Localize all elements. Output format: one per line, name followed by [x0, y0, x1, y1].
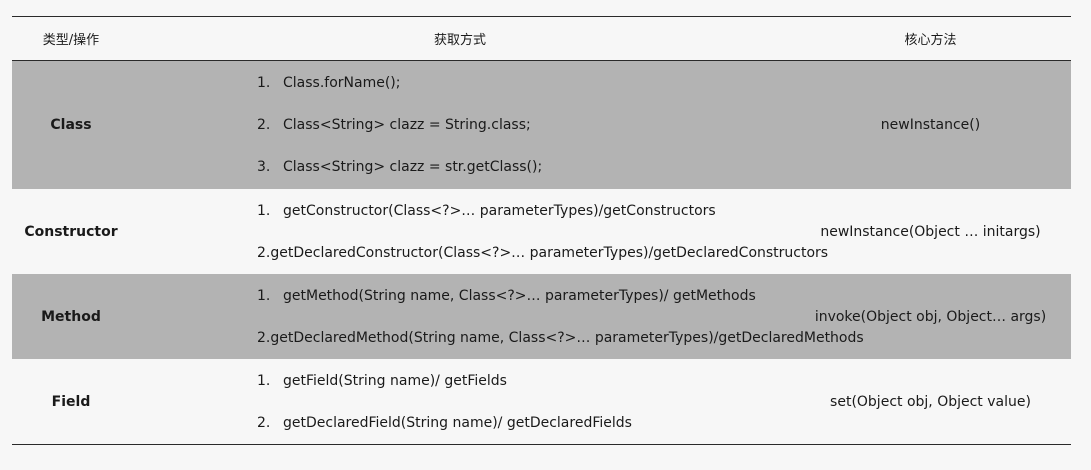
row-core: invoke(Object obj, Object… args): [814, 308, 1047, 325]
table-row-field: Field 1. getField(String name)/ getField…: [12, 359, 1071, 444]
item-text: getMethod(String name, Class<?>… paramet…: [283, 287, 756, 304]
item-number: 1.: [257, 75, 271, 91]
item-text: getField(String name)/ getFields: [283, 372, 507, 389]
item-number: 1.: [257, 287, 271, 304]
item-number: 2.: [257, 329, 271, 346]
table-row-constructor: Constructor 1. getConstructor(Class<?>… …: [12, 189, 1071, 274]
item-text: getDeclaredField(String name)/ getDeclar…: [283, 414, 632, 431]
table-header-row: 类型/操作 获取方式 核心方法: [12, 17, 1071, 61]
row-type: Method: [41, 308, 101, 325]
row-ways: 1. getField(String name)/ getFields 2. g…: [130, 359, 790, 444]
row-core: set(Object obj, Object value): [830, 393, 1031, 410]
list-item: 2. getDeclaredField(String name)/ getDec…: [257, 414, 790, 432]
header-ways: 获取方式: [433, 33, 486, 48]
item-number: 3.: [257, 159, 271, 175]
header-core: 核心方法: [904, 33, 957, 48]
row-type: Constructor: [24, 223, 118, 240]
row-type: Field: [51, 393, 91, 410]
header-type: 类型/操作: [42, 33, 100, 48]
list-item: 1. getConstructor(Class<?>… parameterTyp…: [257, 202, 790, 220]
item-text: getConstructor(Class<?>… parameterTypes)…: [283, 202, 716, 219]
item-number: 2.: [257, 414, 271, 431]
row-core: newInstance(Object … initargs): [820, 223, 1041, 240]
list-item: 2. getDeclaredConstructor(Class<?>… para…: [257, 244, 828, 262]
item-text: Class<String> clazz = String.class;: [283, 117, 531, 133]
item-number: 2.: [257, 244, 271, 261]
list-item: 1. getMethod(String name, Class<?>… para…: [257, 287, 790, 305]
list-item: 3. Class<String> clazz = str.getClass();: [257, 158, 790, 176]
reflection-table: 类型/操作 获取方式 核心方法 Class 1. Class.forName()…: [12, 16, 1071, 445]
list-item: 2. Class<String> clazz = String.class;: [257, 116, 790, 134]
row-ways: 1. Class.forName(); 2. Class<String> cla…: [130, 61, 790, 189]
item-text: getDeclaredMethod(String name, Class<?>……: [270, 329, 864, 346]
table-row-method: Method 1. getMethod(String name, Class<?…: [12, 274, 1071, 359]
row-core: newInstance(): [880, 117, 981, 133]
row-ways: 1. getMethod(String name, Class<?>… para…: [130, 274, 864, 359]
item-number: 2.: [257, 117, 271, 133]
item-text: Class.forName();: [283, 75, 401, 91]
item-text: Class<String> clazz = str.getClass();: [283, 159, 543, 175]
table-row-class: Class 1. Class.forName(); 2. Class<Strin…: [12, 61, 1071, 189]
item-number: 1.: [257, 372, 271, 389]
item-text: getDeclaredConstructor(Class<?>… paramet…: [270, 244, 829, 261]
list-item: 1. getField(String name)/ getFields: [257, 372, 790, 390]
row-type: Class: [50, 117, 92, 133]
row-ways: 1. getConstructor(Class<?>… parameterTyp…: [130, 189, 828, 274]
item-number: 1.: [257, 202, 271, 219]
list-item: 2. getDeclaredMethod(String name, Class<…: [257, 329, 864, 347]
list-item: 1. Class.forName();: [257, 74, 790, 92]
